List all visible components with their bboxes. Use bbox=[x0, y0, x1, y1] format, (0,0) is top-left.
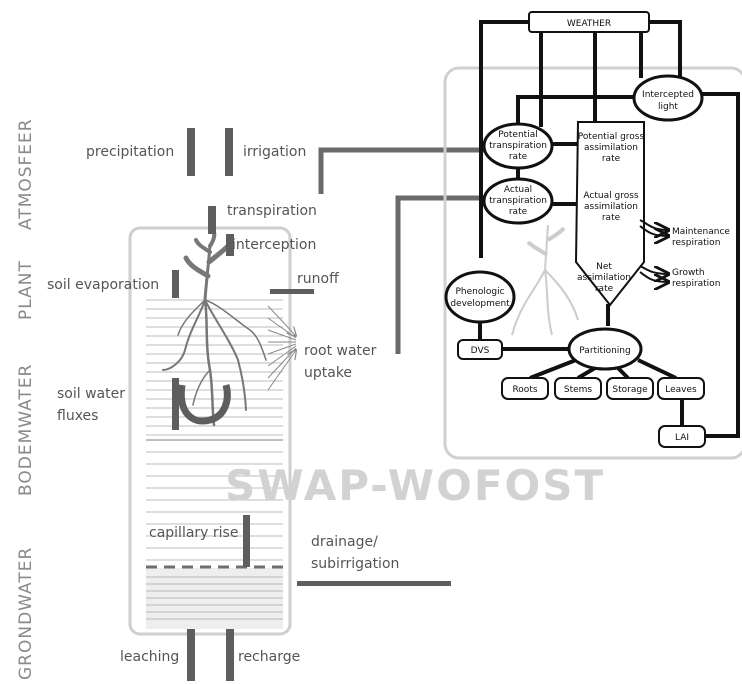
capillary-rise-bar bbox=[243, 515, 250, 567]
zone-label-bodemwater: BODEMWATER bbox=[16, 364, 36, 496]
phenologic-label-2: development bbox=[450, 299, 510, 309]
weather-label: WEATHER bbox=[567, 19, 611, 29]
drainage-label-2: subirrigation bbox=[311, 556, 399, 572]
root-water-uptake-label-1: root water bbox=[304, 343, 377, 359]
net-assimilation-label-3: rate bbox=[595, 284, 614, 294]
soil-evaporation-bar bbox=[172, 270, 179, 298]
runoff-label: runoff bbox=[297, 271, 339, 287]
potential-gross-label-2: assimilation bbox=[584, 143, 638, 153]
potential-transpiration-label-3: rate bbox=[509, 152, 528, 162]
lai-box: LAI bbox=[659, 426, 705, 447]
precipitation-bar bbox=[187, 128, 195, 176]
leaching-bar bbox=[187, 629, 195, 681]
soil-water-fluxes-label-2: fluxes bbox=[57, 408, 98, 424]
stems-box: Stems bbox=[555, 378, 601, 399]
actual-gross-label-3: rate bbox=[602, 213, 621, 223]
swap-wofost-connectors bbox=[321, 150, 484, 354]
roots-box: Roots bbox=[502, 378, 548, 399]
wofost-plant-watermark bbox=[512, 225, 578, 335]
lai-label: LAI bbox=[675, 433, 689, 443]
partitioning-label: Partitioning bbox=[579, 346, 630, 356]
irrigation-label: irrigation bbox=[243, 144, 306, 160]
weather-box: WEATHER bbox=[529, 12, 649, 32]
irrigation-bar bbox=[225, 128, 233, 176]
potential-transpiration-label-1: Potential bbox=[498, 130, 537, 140]
roots-label: Roots bbox=[512, 385, 537, 395]
potential-gross-label-3: rate bbox=[602, 154, 621, 164]
actual-gross-label-1: Actual gross bbox=[583, 191, 638, 201]
leaves-label: Leaves bbox=[665, 385, 697, 395]
soil-water-flux-bar bbox=[172, 378, 179, 430]
leaching-label: leaching bbox=[120, 649, 179, 665]
actual-transpiration-label-2: transpiration bbox=[489, 196, 547, 206]
precipitation-label: precipitation bbox=[86, 144, 174, 160]
dvs-label: DVS bbox=[471, 346, 490, 356]
actual-transpiration-node: Actual transpiration rate bbox=[484, 179, 552, 223]
root-water-uptake-label-2: uptake bbox=[304, 365, 352, 381]
maintenance-respiration-label-2: respiration bbox=[672, 238, 720, 248]
capillary-rise-label: capillary rise bbox=[149, 525, 238, 541]
dvs-box: DVS bbox=[458, 340, 502, 359]
zone-label-grondwater: GRONDWATER bbox=[16, 547, 36, 680]
stems-label: Stems bbox=[564, 385, 593, 395]
zone-label-atmosfeer: ATMOSFEER bbox=[16, 118, 36, 230]
potential-gross-label-1: Potential gross bbox=[578, 132, 645, 142]
intercepted-light-node: Intercepted light bbox=[634, 76, 702, 120]
drainage-bar bbox=[297, 581, 451, 586]
actual-gross-label-2: assimilation bbox=[584, 202, 638, 212]
net-assimilation-label-1: Net bbox=[596, 262, 612, 272]
root-uptake-arrows bbox=[268, 306, 296, 390]
potential-transpiration-node: Potential transpiration rate bbox=[484, 124, 552, 168]
zone-label-plant: PLANT bbox=[16, 260, 36, 320]
transpiration-bar bbox=[208, 206, 216, 234]
phenologic-label-1: Phenologic bbox=[455, 287, 504, 297]
intercepted-light-label-1: Intercepted bbox=[642, 90, 694, 100]
leaves-box: Leaves bbox=[658, 378, 704, 399]
transpiration-label: transpiration bbox=[227, 203, 317, 219]
maintenance-respiration-label-1: Maintenance bbox=[672, 227, 730, 237]
soil-evaporation-label: soil evaporation bbox=[47, 277, 159, 293]
runoff-bar bbox=[270, 289, 314, 294]
growth-respiration-label-2: respiration bbox=[672, 279, 720, 289]
partitioning-node: Partitioning bbox=[569, 329, 641, 369]
recharge-bar bbox=[226, 629, 234, 681]
drainage-label-1: drainage/ bbox=[311, 534, 378, 550]
storage-box: Storage bbox=[607, 378, 653, 399]
net-assimilation-label-2: assimilation bbox=[577, 273, 631, 283]
soil-water-fluxes-label-1: soil water bbox=[57, 386, 125, 402]
storage-label: Storage bbox=[612, 385, 648, 395]
model-watermark: SWAP-WOFOST bbox=[225, 461, 605, 510]
intercepted-light-label-2: light bbox=[658, 102, 678, 112]
interception-label: interception bbox=[232, 237, 316, 253]
growth-respiration-label-1: Growth bbox=[672, 268, 705, 278]
recharge-label: recharge bbox=[238, 649, 300, 665]
actual-transpiration-label-3: rate bbox=[509, 207, 528, 217]
phenologic-development-node: Phenologic development bbox=[446, 272, 514, 322]
potential-transpiration-label-2: transpiration bbox=[489, 141, 547, 151]
actual-transpiration-label-1: Actual bbox=[504, 185, 532, 195]
